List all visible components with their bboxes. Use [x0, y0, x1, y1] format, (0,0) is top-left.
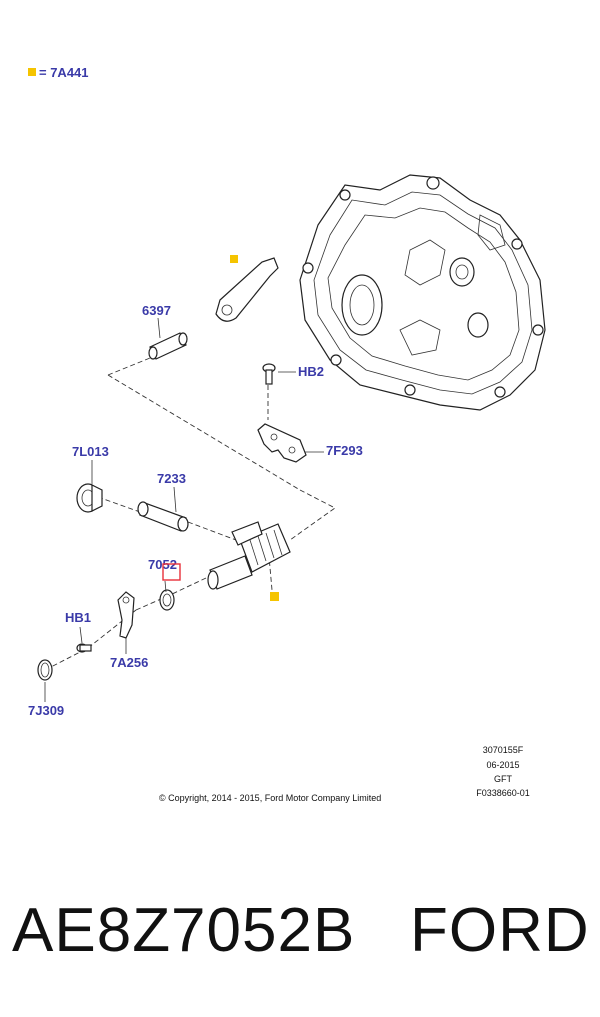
legend-marker-icon: [270, 592, 279, 601]
label-7233: 7233: [157, 471, 186, 486]
legend-marker-icon: [28, 68, 36, 76]
lever-part-7a256: [117, 591, 135, 639]
bolt-part-hb2: [262, 363, 276, 385]
sleeve-part-7233: [137, 501, 189, 532]
info-line-4: F0338660-01: [476, 788, 530, 798]
bolt-part-hb1: [76, 643, 92, 653]
brand-name: FORD: [410, 896, 590, 965]
label-7j309: 7J309: [28, 703, 64, 718]
label-6397: 6397: [142, 303, 171, 318]
copyright-text: © Copyright, 2014 - 2015, Ford Motor Com…: [159, 793, 381, 803]
info-line-2: 06-2015: [486, 760, 519, 770]
shift-lever-part: [215, 255, 279, 322]
seal-part-7l013: [76, 483, 103, 513]
highlight-box: [162, 563, 181, 581]
info-line-1: 3070155F: [483, 745, 524, 755]
label-7f293: 7F293: [326, 443, 363, 458]
label-hb2: HB2: [298, 364, 324, 379]
info-line-3: GFT: [494, 774, 512, 784]
ring-part-7j309: [37, 659, 53, 681]
pin-part-6397: [148, 332, 188, 360]
label-7a256: 7A256: [110, 655, 148, 670]
legend-text: = 7A441: [39, 65, 89, 80]
label-7l013: 7L013: [72, 444, 109, 459]
label-hb1: HB1: [65, 610, 91, 625]
transmission-housing-drawing: [299, 174, 546, 411]
bracket-part-7f293: [257, 423, 307, 463]
selector-shaft-part: [207, 521, 291, 601]
seal-part-7052: [159, 589, 175, 611]
part-number: AE8Z7052B: [12, 896, 356, 965]
legend-marker-icon: [230, 255, 238, 263]
part-number-caption: AE8Z7052B FORD: [12, 895, 590, 966]
